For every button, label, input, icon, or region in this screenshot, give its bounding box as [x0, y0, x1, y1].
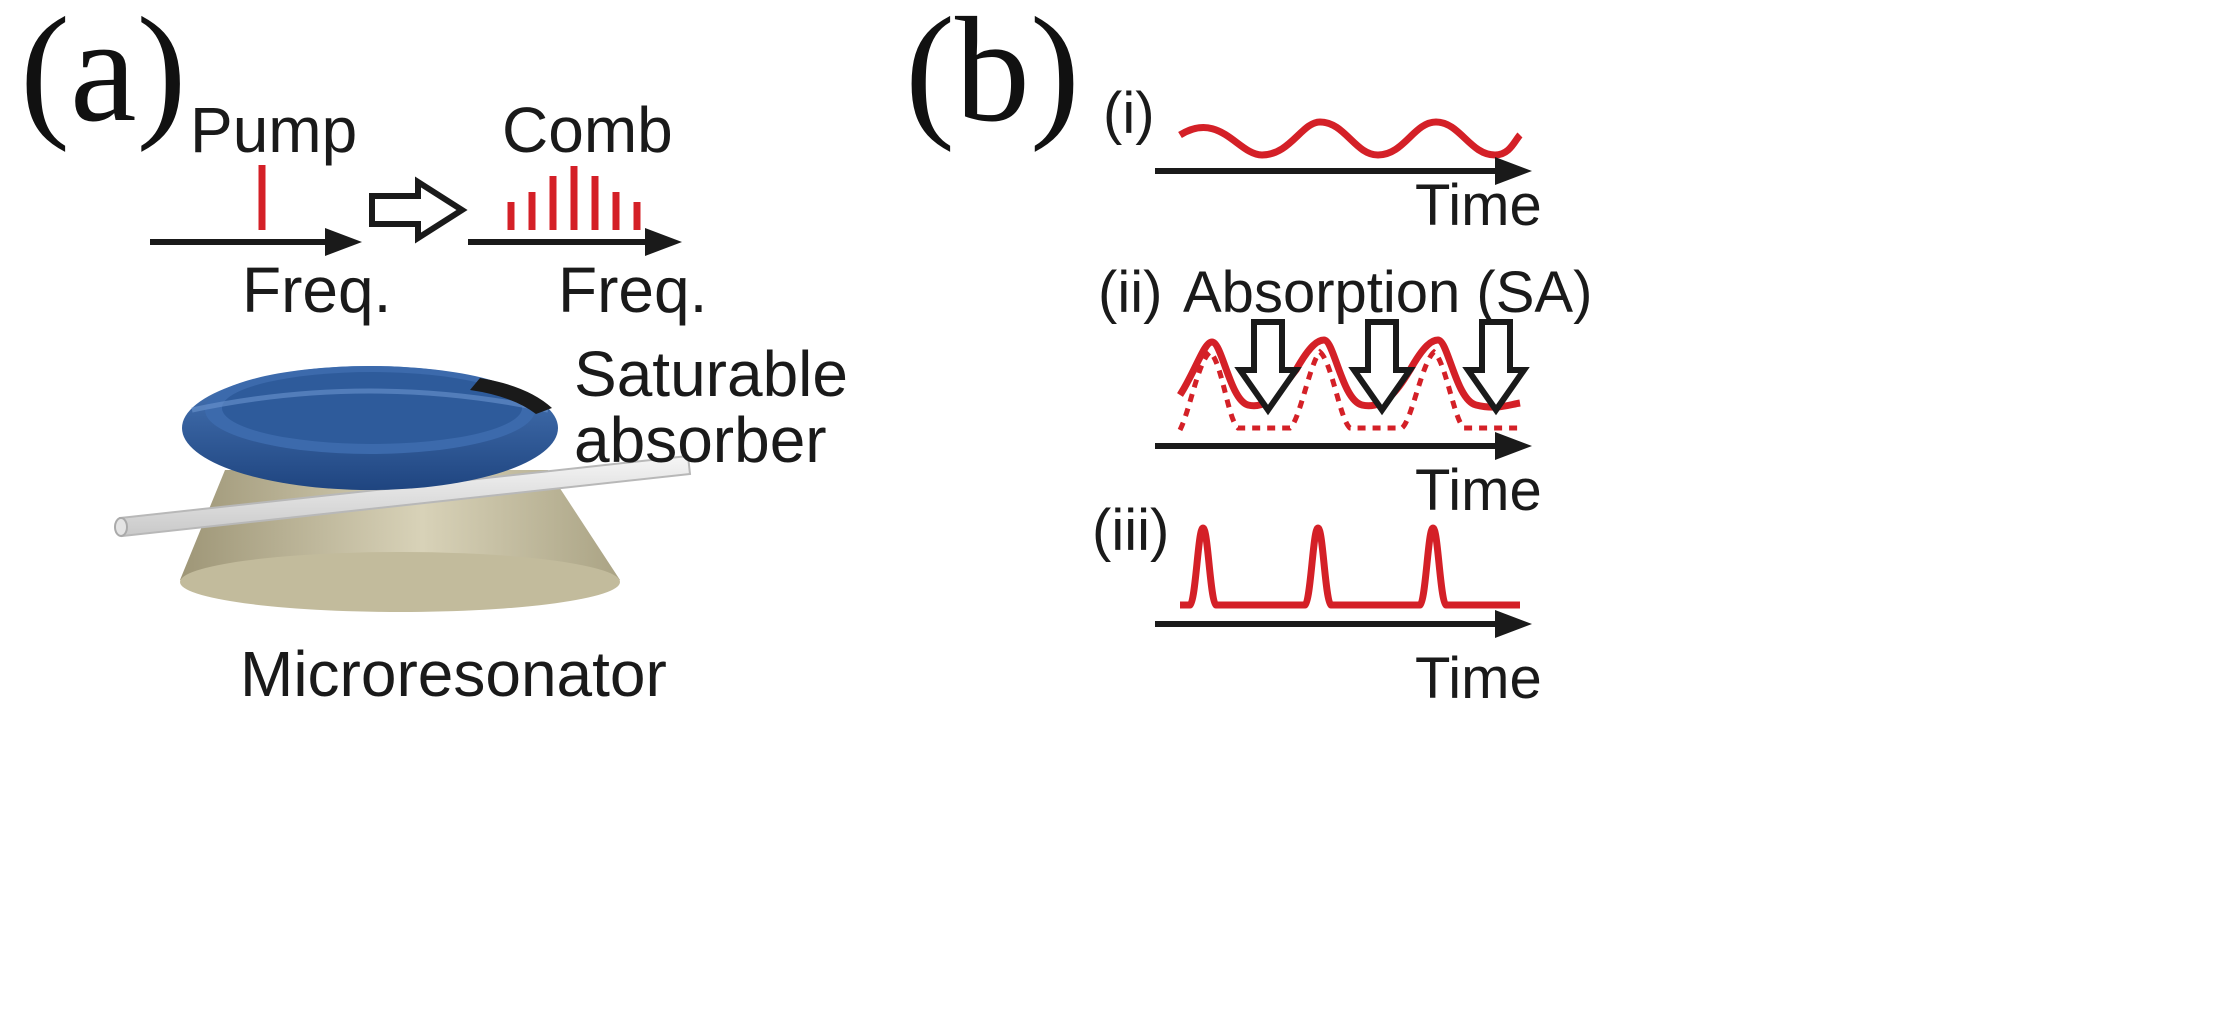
ring-inner	[222, 372, 522, 444]
absorption-arrow-icon	[1234, 319, 1302, 416]
row-i-signal	[1178, 118, 1523, 159]
row-i-axis-arrowhead	[1495, 157, 1532, 185]
row-iii-signal	[1180, 524, 1520, 609]
row-ii-signal	[1177, 336, 1521, 411]
panel-a-label: (a)	[20, 0, 186, 153]
absorber-label-line1: Saturable	[574, 338, 848, 410]
panel-b: (b) (i) Time (ii) Absorption (SA) Time	[905, 0, 1592, 711]
fiber-end	[114, 517, 128, 537]
cone-base	[180, 552, 620, 612]
pump-spectrum: Pump Freq.	[150, 94, 391, 326]
freq-axis-2-arrowhead	[645, 228, 682, 256]
panel-b-label: (b)	[905, 0, 1080, 153]
comb-label: Comb	[502, 94, 673, 166]
pump-label: Pump	[190, 94, 357, 166]
row-ii-axis-arrowhead	[1495, 432, 1532, 460]
saturable-absorber-segment	[470, 378, 552, 414]
row-ii-title: Absorption (SA)	[1183, 260, 1592, 325]
row-ii-label: (ii)	[1098, 260, 1162, 325]
row-iii: (iii) Time	[1092, 498, 1542, 711]
row-i-label: (i)	[1103, 81, 1155, 146]
freq-label-1: Freq.	[242, 254, 391, 326]
ring-highlight	[191, 388, 549, 413]
microresonator-label: Microresonator	[240, 638, 667, 710]
row-i: (i) Time	[1103, 81, 1542, 238]
row-i-time-label: Time	[1415, 173, 1542, 238]
freq-label-2: Freq.	[558, 254, 707, 326]
row-ii-time-label: Time	[1415, 458, 1542, 523]
row-iii-label: (iii)	[1092, 498, 1169, 563]
freq-axis-1-arrowhead	[325, 228, 362, 256]
absorption-arrow-icon	[1348, 319, 1416, 416]
absorption-arrow-icon	[1462, 319, 1530, 416]
row-iii-time-label: Time	[1415, 646, 1542, 711]
transform-arrow-icon	[369, 176, 468, 244]
comb-lines	[507, 166, 641, 230]
absorber-label-line2: absorber	[574, 404, 827, 476]
panel-a: (a) Pump Freq. Comb Freq.	[20, 0, 848, 710]
row-ii-dotted-signal	[1177, 348, 1520, 432]
microresonator-illustration: Saturable absorber Microresonator	[114, 338, 848, 710]
row-iii-axis-arrowhead	[1495, 610, 1532, 638]
row-ii: (ii) Absorption (SA) Time	[1098, 260, 1592, 523]
comb-spectrum: Comb Freq.	[468, 94, 707, 326]
